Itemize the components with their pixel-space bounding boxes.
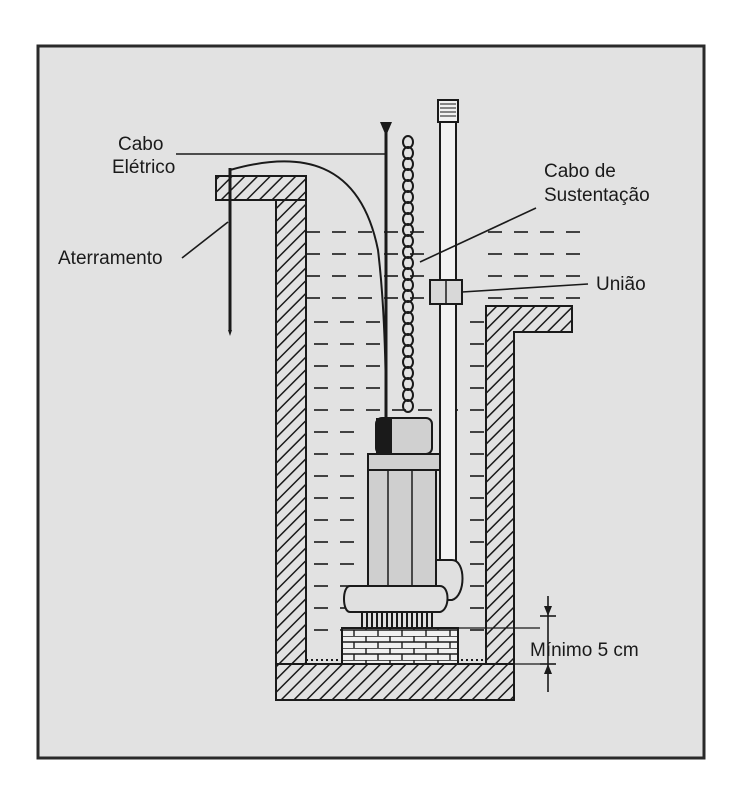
label-cabo-sustentacao-2: Sustentação — [544, 185, 650, 206]
label-uniao: União — [596, 274, 646, 295]
cable-hook-icon — [380, 122, 392, 136]
label-minimo: Mínimo 5 cm — [530, 640, 639, 661]
minimum-clearance-dimension — [458, 596, 556, 692]
label-cabo-sustentacao-1: Cabo de — [544, 161, 616, 182]
chain-link — [402, 399, 414, 413]
discharge-pipe — [437, 99, 459, 573]
label-aterramento: Aterramento — [58, 248, 163, 269]
label-cabo-eletrico-2: Elétrico — [112, 157, 175, 178]
support-chain — [402, 135, 414, 413]
grounding-rod — [228, 168, 232, 336]
label-cabo-eletrico-1: Cabo — [118, 134, 163, 155]
leader-lines — [176, 153, 589, 293]
brick-base — [341, 627, 459, 665]
union-fitting — [429, 279, 463, 305]
submersible-pump — [343, 417, 464, 628]
